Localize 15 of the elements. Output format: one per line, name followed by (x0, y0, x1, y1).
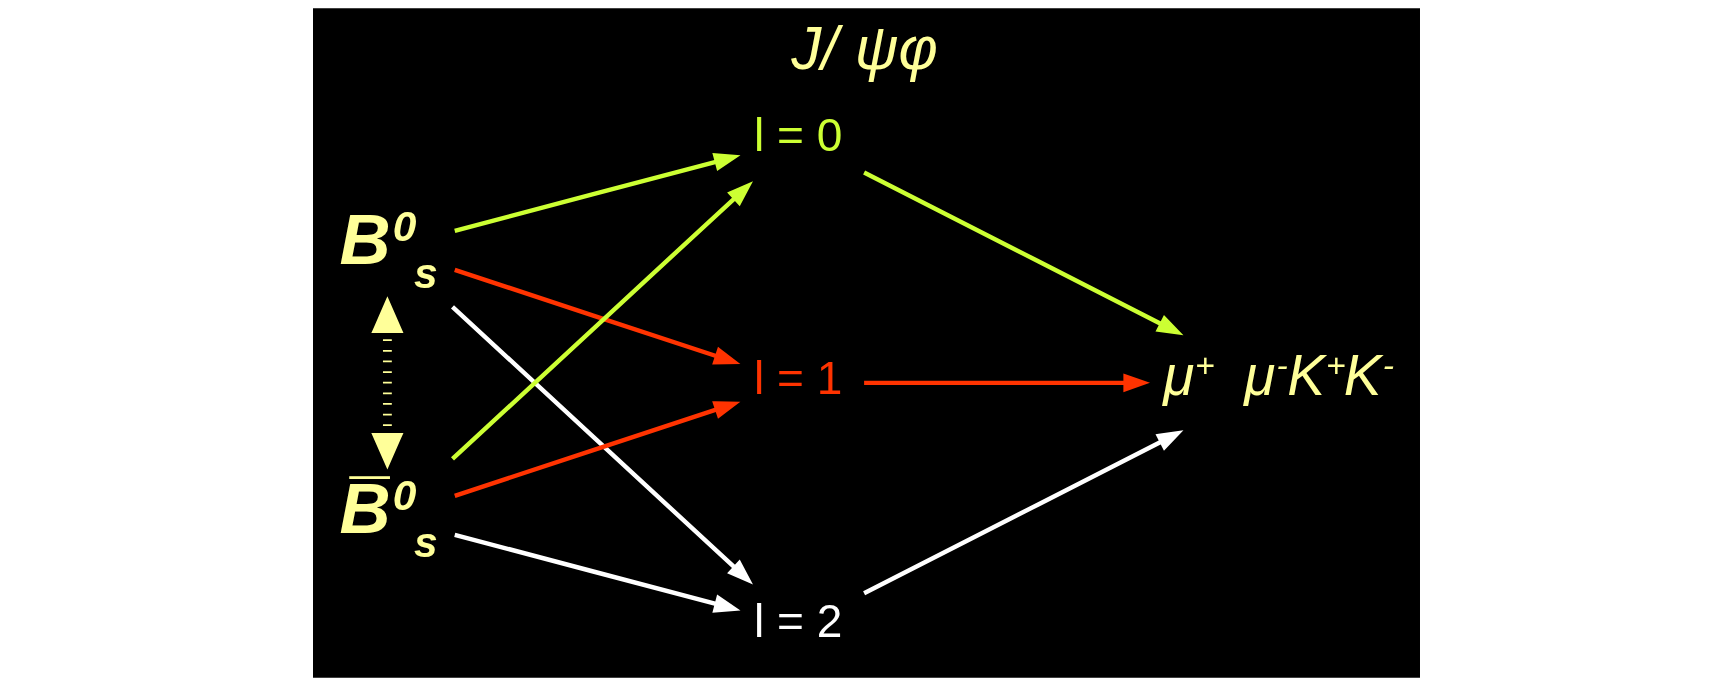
node-text: l = 1 (754, 352, 843, 405)
node-text: μ$^{+}$ μ$^{-}$K$^{+}$K$^{-}$ (1163, 344, 1395, 408)
arrow (454, 532, 741, 613)
arrow (863, 170, 1184, 336)
node-text: l = 2 (754, 594, 843, 647)
arrow (864, 373, 1150, 393)
arrow (454, 401, 741, 498)
arrow (454, 267, 741, 365)
arrow (863, 430, 1184, 596)
arrow (454, 153, 741, 234)
arrow (451, 181, 753, 461)
diagram-title: J/ ψφ (791, 13, 938, 82)
node-text: l = 0 (754, 109, 843, 162)
arrow (371, 296, 404, 470)
arrow (451, 305, 753, 585)
